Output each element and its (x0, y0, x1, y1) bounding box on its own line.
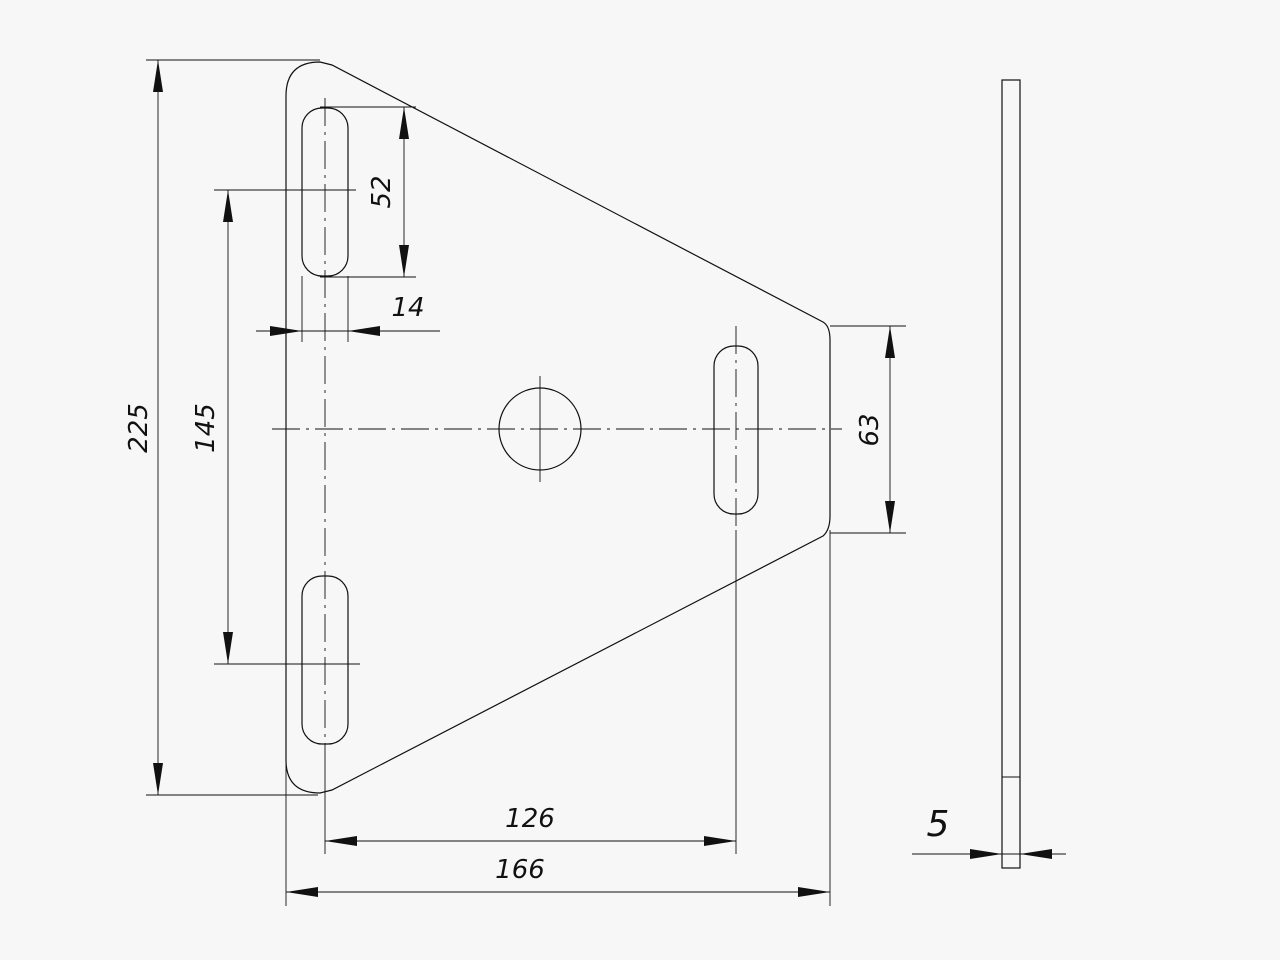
dim-text-145: 145 (191, 403, 221, 453)
arrow-126-right (704, 836, 736, 846)
dim-text-5: 5 (927, 804, 950, 845)
dim-text-166: 166 (495, 855, 545, 885)
dim-text-63: 63 (855, 413, 885, 446)
dim-text-126: 126 (505, 804, 555, 834)
arrow-166-left (286, 887, 318, 897)
arrow-5-right (1020, 849, 1052, 859)
dim-text-52: 52 (367, 175, 397, 208)
arrow-145-top (223, 190, 233, 222)
arrow-63-bottom (885, 501, 895, 533)
arrow-225-bottom (153, 763, 163, 795)
arrow-225-top (153, 60, 163, 92)
arrow-63-top (885, 326, 895, 358)
arrow-145-bottom (223, 632, 233, 664)
arrow-52-top (399, 107, 409, 139)
plate-outline (285, 61, 831, 794)
dim-text-225: 225 (124, 403, 154, 453)
arrow-5-left (970, 849, 1002, 859)
arrow-14-right (348, 326, 380, 336)
dim-text-14: 14 (391, 293, 424, 323)
arrow-126-left (325, 836, 357, 846)
arrow-166-right (798, 887, 830, 897)
side-view-profile (1001, 79, 1021, 869)
arrow-14-left (270, 326, 302, 336)
arrow-52-bottom (399, 245, 409, 277)
